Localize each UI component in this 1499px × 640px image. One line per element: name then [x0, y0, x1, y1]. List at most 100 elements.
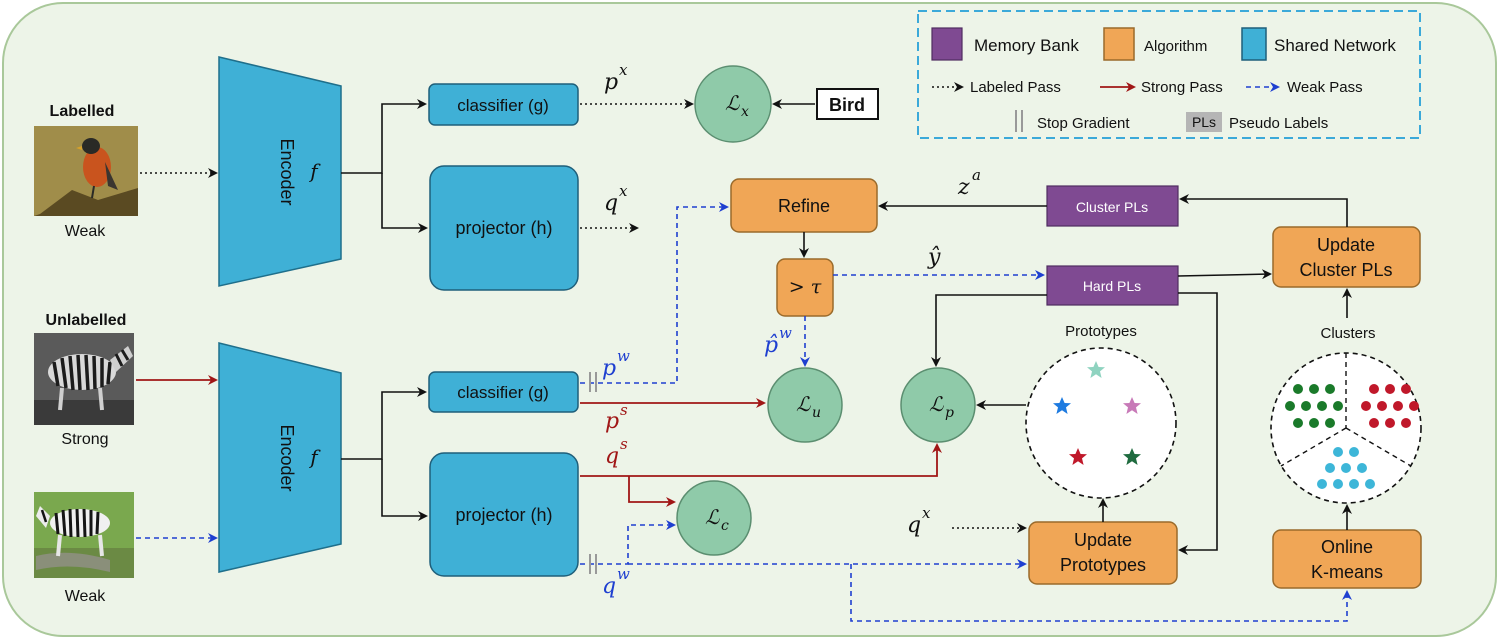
legend-pls-tag: PLs	[1192, 114, 1216, 130]
cluster-point-cyan	[1349, 447, 1359, 457]
arrow-qw-to-loss-c	[580, 520, 676, 565]
projector-bottom	[429, 452, 579, 577]
cluster-point-red	[1385, 418, 1395, 428]
qx-top-superscript: x	[619, 182, 628, 200]
legend-stop-gradient: Stop Gradient	[1037, 115, 1130, 132]
classifier-top	[428, 83, 579, 126]
qx-bottom-superscript: x	[922, 504, 931, 522]
labelled-heading: Labelled	[50, 103, 115, 120]
qx-top-symbol: q	[604, 191, 618, 216]
arrow-pw-to-refine	[580, 202, 729, 384]
cluster-point-cyan	[1357, 463, 1367, 473]
unlabelled-strong-caption: Strong	[61, 431, 108, 448]
arrow-encoder-bottom-to-classifier	[341, 387, 427, 460]
cluster-point-cyan	[1325, 463, 1335, 473]
projector-bottom-label: projector (h)	[455, 505, 552, 525]
legend-memory-bank: Memory Bank	[974, 36, 1079, 55]
update-prototypes-line2: Prototypes	[1060, 555, 1146, 575]
za-symbol: z	[957, 175, 970, 200]
loss-x-subscript: x	[741, 104, 749, 120]
cluster-point-cyan	[1365, 479, 1375, 489]
ps-superscript: s	[620, 401, 628, 419]
cluster-divider-2	[1280, 427, 1347, 467]
legend-memory-swatch	[931, 27, 963, 61]
cluster-point-red	[1361, 401, 1371, 411]
legend-strong-pass: Strong Pass	[1141, 79, 1223, 96]
cluster-point-red	[1393, 401, 1403, 411]
pw-superscript: w	[617, 347, 630, 365]
legend-shared-network: Shared Network	[1274, 36, 1396, 55]
hard-pls-label: Hard PLs	[1083, 278, 1141, 294]
loss-x-symbol: ℒ	[725, 91, 740, 115]
refine-label: Refine	[778, 196, 830, 216]
classifier-bottom-label: classifier (g)	[457, 383, 549, 402]
arrow-qw-to-online-kmeans	[850, 564, 1352, 622]
classifier-bottom	[428, 371, 579, 413]
loss-u-symbol: ℒ	[796, 392, 811, 416]
threshold-label: > τ	[789, 276, 822, 298]
unlabelled-heading: Unlabelled	[46, 312, 127, 329]
classifier-top-label: classifier (g)	[457, 96, 549, 115]
legend-frame	[917, 10, 1421, 139]
loss-p-symbol: ℒ	[929, 392, 944, 416]
cluster-point-green	[1309, 418, 1319, 428]
cluster-point-red	[1369, 384, 1379, 394]
legend-weak-pass: Weak Pass	[1287, 79, 1363, 96]
arrow-hard-pls-to-update-prototypes	[1178, 292, 1218, 555]
cluster-points	[1285, 384, 1419, 489]
cluster-point-cyan	[1317, 479, 1327, 489]
cluster-point-green	[1293, 384, 1303, 394]
px-superscript: x	[619, 61, 628, 79]
arrow-qs-to-loss-p	[580, 443, 942, 477]
cluster-point-green	[1301, 401, 1311, 411]
encoder-bottom	[218, 342, 342, 573]
update-cluster-pls-line1: Update	[1317, 235, 1375, 255]
loss-p-circle	[900, 367, 976, 443]
arrow-encoder-top-to-classifier	[341, 99, 427, 174]
bird-label: Bird	[829, 95, 865, 115]
cluster-point-red	[1409, 401, 1419, 411]
encoder-bottom-label: Encoder	[277, 424, 297, 491]
arrow-hard-pls-to-loss-p	[931, 294, 1047, 367]
qs-symbol: q	[605, 444, 619, 469]
encoder-top-label: Encoder	[277, 138, 297, 205]
cluster-point-cyan	[1341, 463, 1351, 473]
cluster-divider-3	[1345, 427, 1412, 467]
loss-x-circle	[694, 65, 772, 143]
yhat-label: ŷ	[927, 245, 941, 270]
px-symbol: p	[604, 70, 618, 95]
cluster-point-green	[1325, 418, 1335, 428]
cluster-point-green	[1285, 401, 1295, 411]
projector-top	[429, 165, 579, 291]
arrow-update-cluster-to-cluster-pls	[1179, 194, 1348, 227]
loss-p-subscript: p	[945, 405, 954, 421]
cluster-point-green	[1293, 418, 1303, 428]
ps-symbol: p	[605, 409, 619, 434]
unlabelled-weak-caption: Weak	[65, 588, 107, 605]
cluster-point-green	[1309, 384, 1319, 394]
loss-u-circle	[767, 367, 843, 443]
legend-algorithm-swatch	[1103, 27, 1135, 61]
cluster-point-red	[1401, 418, 1411, 428]
cluster-point-green	[1333, 401, 1343, 411]
arrow-encoder-top-to-projector	[381, 173, 428, 233]
arrow-encoder-bottom-to-projector	[381, 459, 428, 521]
cluster-point-green	[1325, 384, 1335, 394]
phat-superscript: w	[779, 324, 792, 342]
legend-algorithm: Algorithm	[1144, 38, 1207, 55]
za-superscript: a	[972, 166, 981, 184]
cluster-point-red	[1401, 384, 1411, 394]
legend-pseudo-labels: Pseudo Labels	[1229, 115, 1328, 132]
online-kmeans-line1: Online	[1321, 537, 1373, 557]
legend-shared-network-swatch	[1241, 27, 1267, 61]
loss-c-symbol: ℒ	[705, 505, 720, 529]
legend: Memory Bank Algorithm Shared Network Lab…	[917, 10, 1421, 139]
legend-labeled-pass: Labeled Pass	[970, 79, 1061, 96]
arrow-qs-to-loss-c	[628, 476, 676, 507]
arrow-hard-pls-to-update-cluster	[1177, 269, 1272, 280]
loss-c-subscript: c	[721, 518, 729, 534]
cluster-point-cyan	[1333, 479, 1343, 489]
clusters-title: Clusters	[1320, 325, 1375, 342]
legend-pls-tag-bg	[1186, 112, 1222, 132]
